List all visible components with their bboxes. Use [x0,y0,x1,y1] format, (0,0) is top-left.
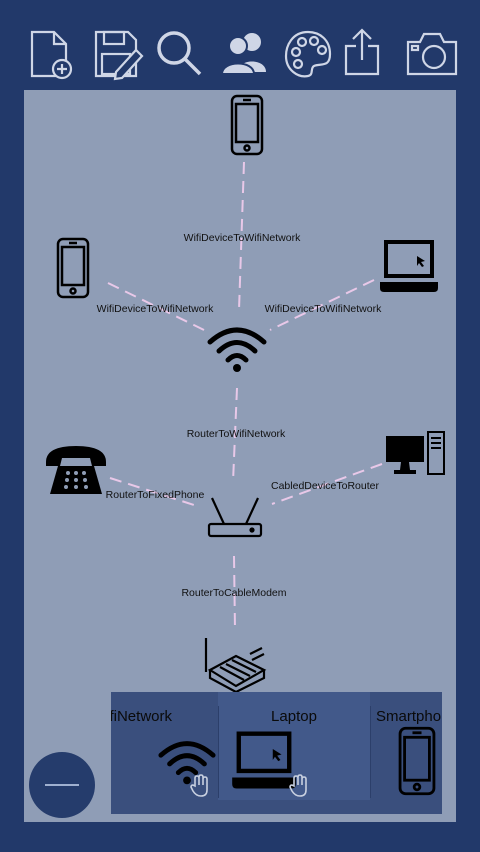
camera-icon[interactable] [404,26,460,82]
search-icon[interactable] [152,26,208,82]
edge-line [233,555,236,631]
wifi-icon [158,741,216,785]
edge-line [232,387,238,483]
share-icon[interactable] [338,26,394,82]
modem-icon[interactable] [202,636,268,694]
new-file-icon[interactable] [24,26,80,82]
smartphone-icon[interactable] [229,94,265,156]
edge-label: RouterToWifiNetwork [186,427,286,440]
diagram-edges [107,161,383,631]
minus-button[interactable] [29,752,95,818]
toolbar [0,0,480,90]
edge-label: RouterToFixedPhone [105,488,205,501]
edge-label: WifiDeviceToWifiNetwork [96,302,214,315]
palette-icon[interactable] [280,26,336,82]
palette-item-wifinetwork[interactable]: WifiNetwork [111,692,216,802]
edge-line [238,161,245,311]
edge-label: RouterToCableModem [181,586,287,599]
smartphone-icon [398,726,436,796]
telephone-icon[interactable] [44,442,108,498]
smartphone-icon[interactable] [55,237,91,299]
palette-item-label: Smartphone [376,708,442,725]
edge-label: CabledDeviceToRouter [271,479,379,492]
node-palette[interactable]: WifiNetwork Laptop Smartphone [111,692,442,814]
palette-item-smartphone[interactable]: Smartphone [370,692,442,802]
router-icon[interactable] [206,494,264,540]
hand-icon [190,774,208,797]
minus-icon [45,784,79,786]
edge-label: WifiDeviceToWifiNetwork [264,302,382,315]
edge-line [271,463,383,505]
desktop-icon[interactable] [384,430,446,476]
edge-label: WifiDeviceToWifiNetwork [183,231,301,244]
wifi-icon[interactable] [206,324,268,374]
save-icon[interactable] [90,26,146,82]
laptop-icon [232,731,296,789]
edge-line [269,279,375,331]
laptop-icon[interactable] [378,238,440,294]
palette-item-label: Laptop [271,708,317,725]
palette-item-laptop[interactable]: Laptop [218,692,370,802]
users-icon[interactable] [218,26,274,82]
palette-item-label: WifiNetwork [111,708,172,725]
hand-icon [289,774,307,797]
edge-line [109,477,195,506]
